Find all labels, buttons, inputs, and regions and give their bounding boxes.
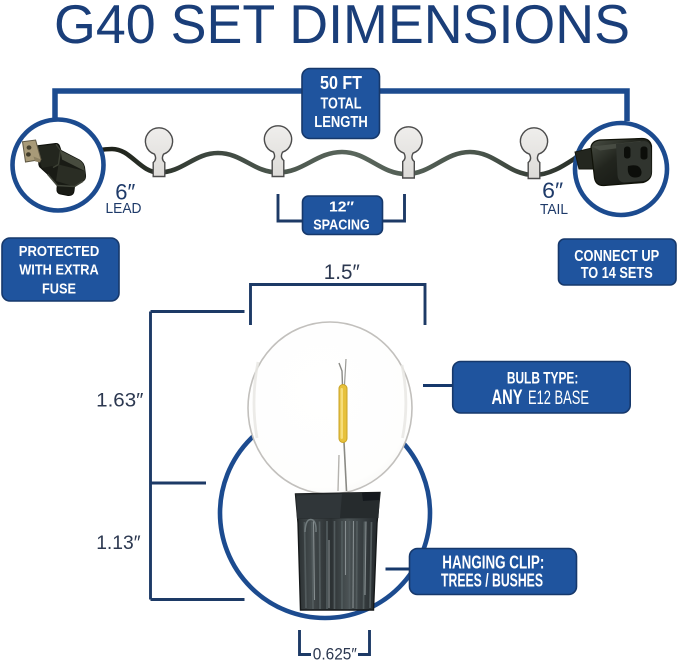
svg-text:LEAD: LEAD xyxy=(106,201,142,217)
svg-text:ANY: ANY xyxy=(492,386,523,409)
svg-text:6″: 6″ xyxy=(115,179,135,204)
svg-text:1.5″: 1.5″ xyxy=(324,261,361,284)
svg-text:SPACING: SPACING xyxy=(313,218,370,234)
svg-text:TAIL: TAIL xyxy=(540,202,568,218)
svg-text:TREES / BUSHES: TREES / BUSHES xyxy=(441,571,543,591)
svg-text:PROTECTED: PROTECTED xyxy=(19,244,100,260)
svg-text:WITH EXTRA: WITH EXTRA xyxy=(19,263,99,279)
svg-text:E12 BASE: E12 BASE xyxy=(528,388,589,409)
svg-text:1.13″: 1.13″ xyxy=(96,532,140,554)
svg-text:50 FT: 50 FT xyxy=(320,73,362,93)
svg-text:6″: 6″ xyxy=(542,178,563,203)
svg-text:FUSE: FUSE xyxy=(42,282,76,298)
svg-text:CONNECT UP: CONNECT UP xyxy=(574,248,659,265)
svg-text:G40 SET DIMENSIONS: G40 SET DIMENSIONS xyxy=(54,0,630,55)
svg-text:0.625″: 0.625″ xyxy=(313,646,357,661)
svg-text:TOTAL: TOTAL xyxy=(321,96,362,113)
svg-text:12″: 12″ xyxy=(329,199,354,215)
svg-text:1.63″: 1.63″ xyxy=(96,389,143,411)
svg-text:HANGING CLIP:: HANGING CLIP: xyxy=(442,553,544,573)
svg-text:TO 14 SETS: TO 14 SETS xyxy=(581,265,653,282)
svg-text:LENGTH: LENGTH xyxy=(314,114,368,131)
svg-text:BULB TYPE:: BULB TYPE: xyxy=(507,369,579,388)
